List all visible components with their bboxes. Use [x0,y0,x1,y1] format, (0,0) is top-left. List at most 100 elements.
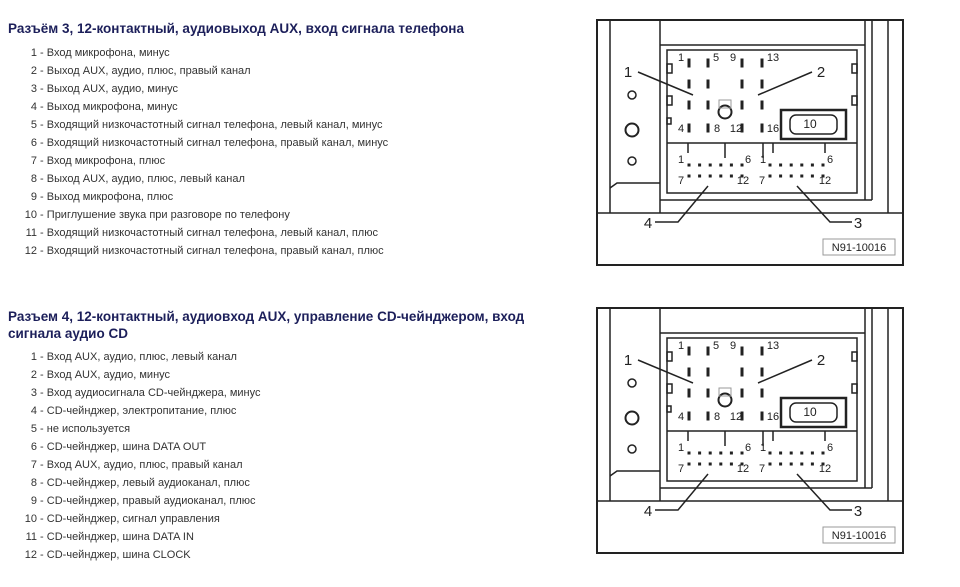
pin-number: 7 [30,155,37,167]
pin-list-item: 6 - CD-чейнджер, шина DATA OUT [0,438,261,456]
pin [708,163,712,167]
pin-number: 5 [30,423,37,435]
callout-label: 3 [854,215,862,232]
callout-label: 4 [644,503,652,520]
pin [740,100,744,110]
pin [708,462,712,466]
pin-description: не используется [46,423,131,435]
pin [729,174,733,178]
pin-number-label: 6 [827,154,833,166]
pin-description: CD-чейнджер, шина DATA IN [46,531,194,543]
frame [596,19,904,266]
fuse-socket [779,396,848,429]
pin [779,462,783,466]
pin-number: 4 [30,101,37,113]
pin-number-label: 1 [678,442,684,454]
pin [760,58,764,68]
pin-list-item: 11 - Входящий низкочастотный сигнал теле… [0,224,388,242]
figure-code-box [822,526,896,544]
pin-list-item: 5 - Входящий низкочастотный сигнал телеф… [0,116,388,134]
connector-housing [666,49,858,194]
pin [800,174,804,178]
pin-number-label: 6 [827,442,833,454]
pin-list-item: 1 - Вход микрофона, минус [0,44,388,62]
pin-list-item: 8 - Выход AUX, аудио, плюс, левый канал [0,170,388,188]
pin [687,123,691,133]
pin-list-item: 2 - Выход AUX, аудио, плюс, правый канал [0,62,388,80]
hole-icon [627,378,637,388]
pin [768,163,772,167]
pin [760,79,764,89]
pin-number-label: 12 [730,411,742,423]
pin-number: 3 [30,387,37,399]
pin-number-label: 13 [767,52,779,64]
frame [596,307,904,554]
pin-description: Вход микрофона, минус [46,47,170,59]
pin [779,174,783,178]
pin-number: 9 [30,495,37,507]
hole-icon [627,90,637,100]
pin [706,346,710,356]
pin-description: Выход микрофона, минус [46,101,178,113]
figure-code-box [822,238,896,256]
pin-description: Входящий низкочастотный сигнал телефона,… [46,137,389,149]
pin [719,163,723,167]
pin-number: 5 [30,119,37,131]
pin-list-item: 6 - Входящий низкочастотный сигнал телеф… [0,134,388,152]
pin [706,411,710,421]
pin-number-label: 12 [730,123,742,135]
pin [708,174,712,178]
pin-list-item: 10 - CD-чейнджер, сигнал управления [0,510,261,528]
pin-number-label: 1 [678,340,684,352]
pin [760,367,764,377]
pin [779,163,783,167]
pin [810,462,814,466]
pin [708,451,712,455]
pin [821,174,825,178]
pin-number: 11 [25,531,37,543]
pin-list-item: 12 - CD-чейнджер, шина CLOCK [0,546,261,564]
pin [740,411,744,421]
callout-label: 4 [644,215,652,232]
callout-label: 2 [817,64,825,81]
pin-description: CD-чейнджер, шина CLOCK [46,549,191,561]
pin [687,58,691,68]
pin [687,100,691,110]
pin [740,388,744,398]
pin [760,411,764,421]
pin-list-item: 9 - CD-чейнджер, правый аудиоканал, плюс [0,492,261,510]
pin-number-label: 7 [759,175,765,187]
pin-number-label: 9 [730,52,736,64]
pin-description: Вход микрофона, плюс [46,155,166,167]
pin-number-label: 7 [759,463,765,475]
pin-description: CD-чейнджер, сигнал управления [46,513,220,525]
figure-code: N91-10016 [832,530,886,542]
pin-number-label: 6 [745,442,751,454]
fuse-socket [779,108,848,141]
section-title-connector-3: Разъём 3, 12-контактный, аудиовыход AUX,… [8,21,464,36]
pin-number-label: 13 [767,340,779,352]
pin [706,100,710,110]
pin-number: 8 [30,173,37,185]
pin [687,346,691,356]
pin-number-label: 1 [678,154,684,166]
pin-list-item: 11 - CD-чейнджер, шина DATA IN [0,528,261,546]
pin-list-item: 10 - Приглушение звука при разговоре по … [0,206,388,224]
fuse-label: 10 [803,117,817,131]
pin [768,174,772,178]
pin-number-label: 16 [767,123,779,135]
pin [789,462,793,466]
pin-number: 2 [30,65,37,77]
pin-number-label: 1 [760,442,766,454]
pin [740,462,744,466]
pin-description: Приглушение звука при разговоре по телеф… [46,209,290,221]
pin-number-label: 4 [678,411,684,423]
pin [729,163,733,167]
pin [687,451,691,455]
pin-description: Входящий низкочастотный сигнал телефона,… [46,119,383,131]
callout-label: 1 [624,352,632,369]
pin [821,451,825,455]
